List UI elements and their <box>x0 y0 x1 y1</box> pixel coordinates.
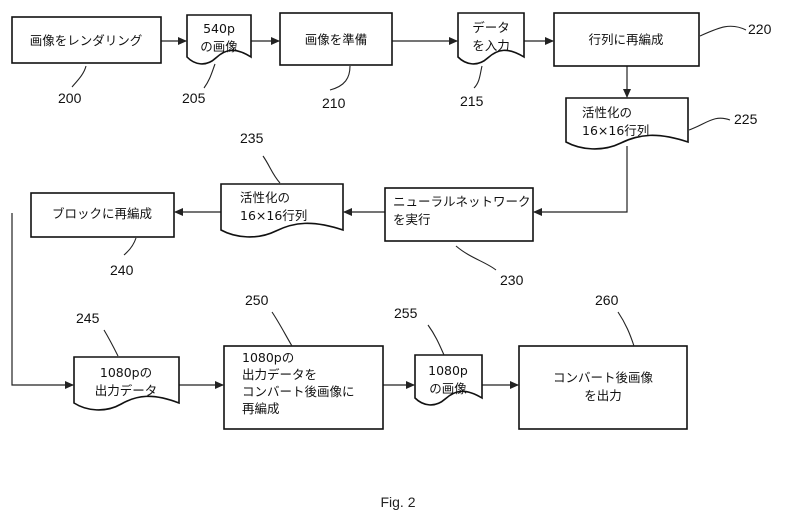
node-label: ニューラルネットワークを実行 <box>393 194 531 227</box>
leader-260 <box>617 311 635 347</box>
leader-230 <box>455 245 497 271</box>
ref-210: 210 <box>322 95 346 111</box>
node-out1080: 1080pの出力データ <box>73 356 180 411</box>
node-label-line: 1080pの <box>100 365 152 380</box>
node-input: データを入力 <box>457 12 525 65</box>
node-label: 活性化の 16×16行列 <box>582 105 649 138</box>
ref-215: 215 <box>460 93 484 109</box>
node-label-line: ブロックに再編成 <box>52 206 152 221</box>
ref-220: 220 <box>748 21 772 37</box>
node-label: 1080pの出力データをコンバート後画像に再編成 <box>242 350 355 416</box>
leader-250 <box>271 311 293 347</box>
leader-245 <box>103 329 119 357</box>
node-render: 画像をレンダリング <box>11 16 162 64</box>
node-output: コンバート後画像を出力 <box>518 345 688 430</box>
node-reorg_matrix: 行列に再編成 <box>553 12 700 67</box>
process-box <box>223 345 384 430</box>
node-label-line: データ <box>472 20 510 35</box>
leader-225 <box>688 117 731 131</box>
document-shape <box>73 356 180 411</box>
leader-235 <box>262 155 281 184</box>
figure-caption: Fig. 2 <box>380 494 415 510</box>
node-label-line: コンバート後画像 <box>553 370 654 385</box>
ref-250: 250 <box>245 292 269 308</box>
node-label: 活性化の 16×16行列 <box>240 190 307 223</box>
node-label-line: 540p <box>203 21 235 36</box>
edge-act1-to-nn <box>533 146 628 216</box>
leader-205 <box>203 63 216 89</box>
node-label-line: 出力データ <box>95 383 158 398</box>
ref-205: 205 <box>182 90 206 106</box>
node-label-line: 1080pの <box>242 350 294 365</box>
node-label-line: を出力 <box>584 388 622 403</box>
node-label-line: コンバート後画像に <box>242 384 355 399</box>
node-nn: ニューラルネットワークを実行 <box>384 187 534 242</box>
node-img1080: 1080p の画像 <box>414 354 483 406</box>
ref-240: 240 <box>110 262 134 278</box>
node-label-line: ニューラルネットワーク <box>393 194 531 209</box>
leader-240 <box>123 237 137 256</box>
process-box <box>279 12 393 66</box>
node-label-line: 16×16行列 <box>582 123 649 138</box>
ref-245: 245 <box>76 310 100 326</box>
node-label-line: の画像 <box>429 381 467 396</box>
document-shape <box>414 354 483 406</box>
leader-210 <box>329 65 351 91</box>
leader-220 <box>699 25 747 37</box>
node-act2: 活性化の 16×16行列 <box>220 183 344 238</box>
ref-255: 255 <box>394 305 418 321</box>
document-shape <box>220 183 344 238</box>
node-label: 1080p の画像 <box>428 363 468 396</box>
node-act1: 活性化の 16×16行列 <box>565 97 689 150</box>
ref-230: 230 <box>500 272 524 288</box>
node-label: 画像を準備 <box>305 32 368 47</box>
process-box <box>11 16 162 64</box>
node-label-line: を実行 <box>393 212 431 227</box>
process-box <box>30 192 175 238</box>
node-label-line: 再編成 <box>242 401 280 416</box>
ref-235: 235 <box>240 130 264 146</box>
process-box <box>384 187 534 242</box>
ref-260: 260 <box>595 292 619 308</box>
node-label: 1080pの出力データ <box>95 365 158 398</box>
leader-200 <box>71 65 87 88</box>
node-img540: 540p の画像 <box>186 14 252 65</box>
node-reorg_block: ブロックに再編成 <box>30 192 175 238</box>
node-prepare: 画像を準備 <box>279 12 393 66</box>
node-label-line: の画像 <box>200 39 238 54</box>
node-label: 540p の画像 <box>200 21 238 54</box>
node-label-line: 活性化の <box>240 190 290 205</box>
connectors <box>11 37 631 389</box>
document-shape <box>186 14 252 65</box>
node-label-line: 1080p <box>428 363 468 378</box>
node-label: 画像をレンダリング <box>30 33 143 48</box>
process-box <box>518 345 688 430</box>
node-label-line: を入力 <box>472 38 510 53</box>
node-label-line: 画像を準備 <box>305 32 368 47</box>
node-label: データを入力 <box>472 20 510 53</box>
node-reorg_conv: 1080pの出力データをコンバート後画像に再編成 <box>223 345 384 430</box>
leader-255 <box>427 324 445 356</box>
node-label: コンバート後画像を出力 <box>553 370 654 403</box>
document-shape <box>457 12 525 65</box>
edge-reorg_block-to-out1080 <box>11 213 74 389</box>
reference-numerals: 200 205 210 215 220 225 230 235 240 245 250 255 260 <box>58 21 772 326</box>
node-label: 行列に再編成 <box>588 32 663 47</box>
leader-215 <box>473 65 483 89</box>
ref-200: 200 <box>58 90 82 106</box>
node-label: ブロックに再編成 <box>52 206 152 221</box>
node-label-line: 出力データを <box>242 367 317 382</box>
node-label-line: 活性化の <box>582 105 632 120</box>
node-label-line: 行列に再編成 <box>588 32 663 47</box>
ref-225: 225 <box>734 111 758 127</box>
node-label-line: 16×16行列 <box>240 208 307 223</box>
document-shape <box>565 97 689 150</box>
node-label-line: 画像をレンダリング <box>30 33 143 48</box>
reference-leaders <box>71 25 747 357</box>
process-box <box>553 12 700 67</box>
